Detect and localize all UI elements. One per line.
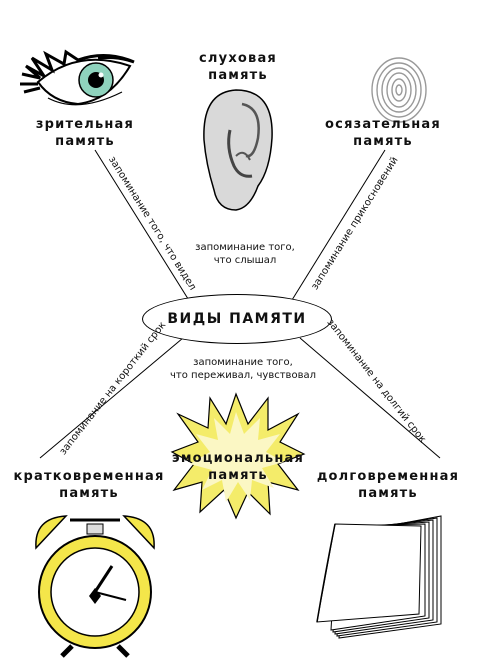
label-emotional: эмоциональная память [168,450,308,484]
fingerprint-icon [371,57,427,123]
label-longterm-line1: долговременная [316,469,460,484]
label-tactile: осязательная память [318,116,448,150]
label-auditory-line1: слуховая [199,51,277,66]
line-shortterm [39,337,184,459]
label-emotional-line1: эмоциональная [171,451,305,466]
ear-icon [203,89,273,211]
label-emotional-line2: память [208,468,268,483]
label-shortterm-line2: память [59,486,119,501]
label-auditory: слуховая память [188,50,288,84]
note-felt-line2: что переживал, чувствовал [170,370,316,381]
label-visual-line1: зрительная [35,117,135,132]
label-longterm-line2: память [358,486,418,501]
line-visual [94,149,191,303]
note-heard: запоминание того, что слышал [160,241,330,267]
label-shortterm: кратковременная память [6,468,172,502]
label-visual: зрительная память [20,116,150,150]
eye-icon [20,49,135,106]
note-heard-line1: запоминание того, [195,242,295,253]
label-longterm: долговременная память [308,468,468,502]
line-tactile [291,149,386,301]
label-tactile-line1: осязательная [325,117,441,132]
starburst-icon [170,392,306,520]
note-felt: запоминание того, что переживал, чувство… [148,356,338,382]
alarm-clock-icon [35,515,155,658]
center-title: ВИДЫ ПАМЯТИ [142,294,332,344]
label-auditory-line2: память [208,68,268,83]
note-heard-line2: что слышал [213,255,277,266]
line-longterm [299,337,441,459]
notepad-icon [316,515,442,639]
label-visual-line2: память [55,134,115,149]
label-shortterm-line1: кратковременная [13,469,165,484]
note-felt-line1: запоминание того, [193,357,293,368]
label-tactile-line2: память [353,134,413,149]
